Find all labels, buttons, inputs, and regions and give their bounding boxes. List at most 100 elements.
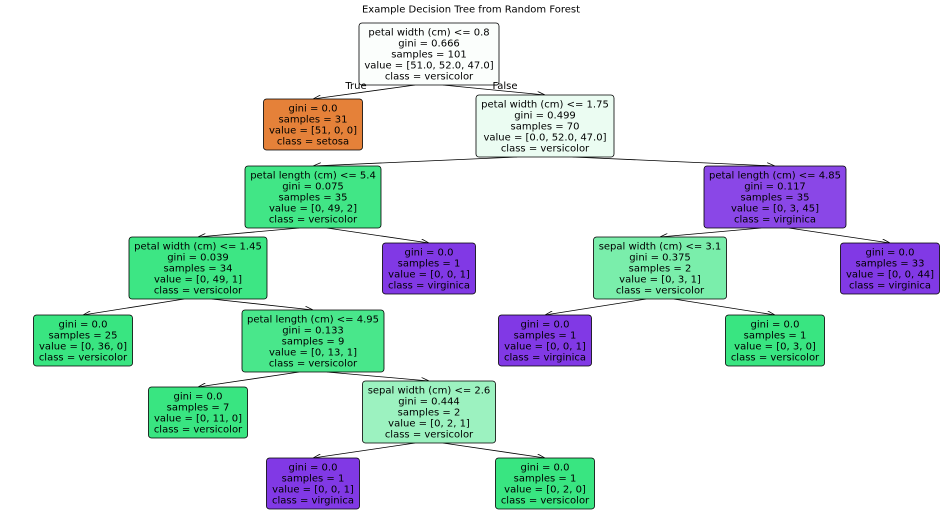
node-15-line-2: value = [0, 3, 0] bbox=[734, 342, 816, 353]
node-4-line-2: samples = 34 bbox=[163, 264, 232, 275]
node-13-line-4: class = versicolor bbox=[616, 286, 705, 297]
node-11-line-1: samples = 1 bbox=[398, 259, 461, 270]
node-0-line-3: value = [51.0, 52.0, 47.0] bbox=[364, 61, 493, 72]
node-5-line-2: value = [0, 36, 0] bbox=[39, 342, 127, 353]
node-8-line-4: class = versicolor bbox=[385, 430, 474, 441]
node-3-line-3: value = [0, 49, 2] bbox=[269, 204, 357, 215]
edge-6-7 bbox=[198, 371, 300, 387]
node-6-box bbox=[241, 309, 385, 373]
node-8-line-2: samples = 2 bbox=[398, 408, 461, 419]
node-12-line-1: gini = 0.117 bbox=[744, 182, 806, 193]
edge-13-15 bbox=[673, 298, 775, 315]
node-15-line-0: gini = 0.0 bbox=[751, 320, 800, 331]
node-2-line-4: class = versicolor bbox=[501, 144, 590, 155]
edge-label-true: True bbox=[344, 81, 366, 92]
node-5-line-0: gini = 0.0 bbox=[59, 320, 108, 331]
node-14-line-1: samples = 1 bbox=[514, 331, 577, 342]
edge-3-11 bbox=[326, 227, 429, 243]
edge-4-5 bbox=[83, 298, 185, 315]
node-11-line-2: value = [0, 0, 1] bbox=[388, 270, 470, 281]
node-8-box bbox=[362, 380, 496, 444]
node-0-line-0: petal width (cm) <= 0.8 bbox=[368, 28, 489, 39]
node-12-line-3: value = [0, 3, 45] bbox=[731, 204, 819, 215]
node-6-line-3: value = [0, 13, 1] bbox=[269, 348, 357, 359]
edge-8-10 bbox=[442, 442, 545, 458]
node-9-line-1: samples = 1 bbox=[282, 474, 345, 485]
node-8-line-3: value = [0, 2, 1] bbox=[388, 419, 470, 430]
node-9-line-0: gini = 0.0 bbox=[289, 463, 338, 474]
node-2-line-2: samples = 70 bbox=[510, 122, 579, 133]
edge-0-2 bbox=[442, 84, 545, 95]
node-14-line-2: value = [0, 0, 1] bbox=[504, 342, 586, 353]
node-4-line-0: petal width (cm) <= 1.45 bbox=[134, 242, 262, 253]
node-1-box bbox=[263, 98, 363, 151]
node-13-line-2: samples = 2 bbox=[629, 264, 692, 275]
node-15-box bbox=[725, 314, 825, 367]
edge-0-1 bbox=[313, 84, 416, 99]
node-13-line-3: value = [0, 3, 1] bbox=[619, 275, 701, 286]
node-10-line-1: samples = 1 bbox=[514, 474, 577, 485]
node-2-line-1: gini = 0.499 bbox=[514, 111, 576, 122]
node-0-line-2: samples = 101 bbox=[391, 50, 466, 61]
node-3-line-4: class = versicolor bbox=[269, 215, 358, 226]
node-7-line-3: class = versicolor bbox=[154, 425, 243, 436]
node-16-box bbox=[840, 242, 940, 295]
node-6-line-2: samples = 9 bbox=[282, 337, 345, 348]
node-12-line-0: petal length (cm) <= 4.85 bbox=[709, 171, 841, 182]
node-14-line-3: class = virginica bbox=[504, 353, 586, 364]
node-15-line-3: class = versicolor bbox=[731, 353, 820, 364]
node-3-line-1: gini = 0.075 bbox=[282, 182, 344, 193]
node-4-line-4: class = versicolor bbox=[154, 286, 243, 297]
node-16-line-0: gini = 0.0 bbox=[866, 248, 915, 259]
edge-8-9 bbox=[313, 442, 416, 458]
node-4-line-3: value = [0, 49, 1] bbox=[154, 275, 242, 286]
node-7-box bbox=[148, 386, 248, 439]
node-0-line-1: gini = 0.666 bbox=[398, 39, 460, 50]
node-2-box bbox=[475, 94, 615, 158]
node-7-line-2: value = [0, 11, 0] bbox=[154, 414, 242, 425]
edge-2-12 bbox=[572, 156, 775, 166]
node-7-line-0: gini = 0.0 bbox=[174, 392, 223, 403]
edge-13-14 bbox=[545, 298, 647, 315]
node-13-line-0: sepal width (cm) <= 3.1 bbox=[599, 242, 722, 253]
node-7-line-1: samples = 7 bbox=[167, 403, 230, 414]
node-13-line-1: gini = 0.375 bbox=[629, 253, 691, 264]
node-0-line-4: class = versicolor bbox=[385, 72, 474, 83]
node-6-line-4: class = versicolor bbox=[269, 359, 358, 370]
node-2-line-3: value = [0.0, 52.0, 47.0] bbox=[483, 133, 606, 144]
node-8-line-0: sepal width (cm) <= 2.6 bbox=[368, 386, 491, 397]
node-14-line-0: gini = 0.0 bbox=[521, 320, 570, 331]
node-5-line-3: class = versicolor bbox=[39, 353, 128, 364]
node-9-box bbox=[266, 457, 360, 510]
node-14-box bbox=[498, 314, 592, 367]
edge-2-3 bbox=[313, 156, 518, 166]
node-2-line-0: petal width (cm) <= 1.75 bbox=[481, 100, 609, 111]
node-10-line-3: class = versicolor bbox=[501, 496, 590, 507]
edge-6-8 bbox=[326, 371, 429, 381]
node-12-box bbox=[703, 165, 847, 229]
node-12-line-4: class = virginica bbox=[734, 215, 816, 226]
node-13-box bbox=[593, 236, 727, 300]
diagram-title: Example Decision Tree from Random Forest bbox=[362, 5, 580, 16]
node-11-line-0: gini = 0.0 bbox=[405, 248, 454, 259]
node-1-line-2: value = [51, 0, 0] bbox=[269, 126, 357, 137]
node-8-line-1: gini = 0.444 bbox=[398, 397, 460, 408]
node-11-line-3: class = virginica bbox=[388, 281, 470, 292]
node-9-line-2: value = [0, 0, 1] bbox=[272, 485, 354, 496]
node-10-line-0: gini = 0.0 bbox=[521, 463, 570, 474]
edge-4-6 bbox=[211, 298, 313, 310]
node-16-line-2: value = [0, 0, 44] bbox=[846, 270, 934, 281]
